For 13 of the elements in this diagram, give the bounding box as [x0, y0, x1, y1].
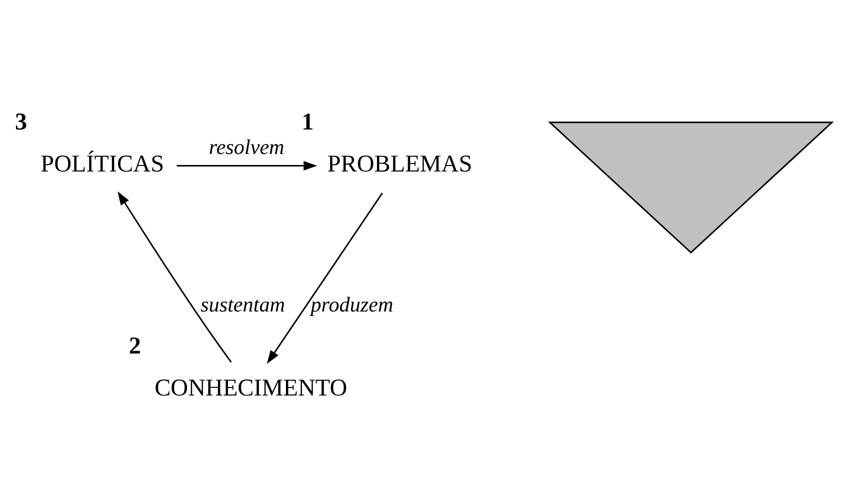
node-text: PROBLEMAS: [327, 150, 472, 178]
arrow: [266, 192, 383, 364]
node-triangle: [548, 121, 834, 254]
node-label: 3: [15, 108, 28, 135]
node-text: POLÍTICAS: [40, 150, 164, 178]
edge-label: resolvem: [208, 134, 284, 159]
node-label: 2: [128, 332, 142, 359]
edge-label: sustentam: [200, 292, 286, 316]
node-label: 1: [302, 108, 314, 135]
node-text: CONHECIMENTO: [154, 374, 348, 402]
arrow: [118, 190, 232, 362]
arrow: [176, 160, 318, 170]
edge-label: produzem: [310, 292, 394, 316]
